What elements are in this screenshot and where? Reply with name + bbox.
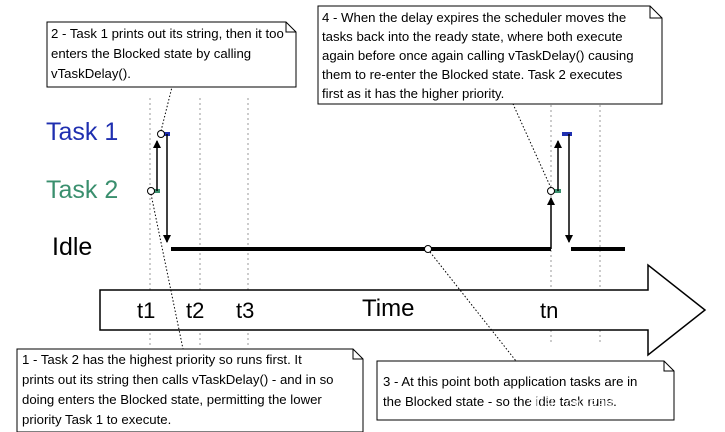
- task2-label: Task 2: [46, 176, 118, 204]
- watermark-text: 知乎 @胡胆也老师: [528, 394, 661, 413]
- time-arrow: [99, 263, 707, 357]
- note-2-line-3: vTaskDelay().: [51, 66, 131, 81]
- note-3-line-1: 3 - At this point both application tasks…: [383, 374, 637, 389]
- execution-trace-start: [151, 132, 551, 251]
- leader-note2: [160, 86, 173, 132]
- tick-tn: tn: [540, 298, 558, 323]
- note-2-fold: [285, 22, 296, 33]
- note-4-line-4: them to re-enter the Blocked state. Task…: [322, 67, 623, 82]
- note-3-box: [376, 360, 675, 421]
- note-2-box: [46, 21, 297, 88]
- note-1-fold: [352, 349, 363, 360]
- leader-note4: [512, 103, 552, 189]
- note-4-fold: [649, 6, 662, 19]
- note-3-callout: 3 - At this point both application tasks…: [376, 360, 675, 421]
- note-4-line-1: 4 - When the delay expires the scheduler…: [322, 10, 626, 25]
- leader-note3: [429, 251, 517, 362]
- tick-t1: t1: [137, 298, 155, 323]
- note-3-fold: [663, 361, 674, 372]
- note-1-callout: 1 - Task 2 has the highest priority so r…: [16, 348, 364, 432]
- idle-label: Idle: [52, 233, 92, 261]
- note-1-line-1: 1 - Task 2 has the highest priority so r…: [22, 352, 302, 367]
- callout-leaders: [150, 86, 552, 362]
- note-2-line-2: enters the Blocked state by calling: [51, 46, 251, 61]
- callout-anchor-task2-tn: [547, 187, 555, 195]
- note-2-line-1: 2 - Task 1 prints out its string, then i…: [51, 26, 284, 41]
- callout-anchor-idle: [424, 245, 432, 253]
- note-4-callout: 4 - When the delay expires the scheduler…: [317, 5, 663, 105]
- note-1-line-4: priority Task 1 to execute.: [22, 412, 171, 427]
- task1-label: Task 1: [46, 118, 118, 146]
- note-4-line-2: tasks back into the ready state, where b…: [322, 29, 623, 44]
- note-4-line-5: first as it has the higher priority.: [322, 86, 504, 101]
- time-axis-label: Time: [362, 295, 414, 322]
- tick-t3: t3: [236, 298, 254, 323]
- callout-anchor-task2: [147, 187, 155, 195]
- note-1-line-3: doing enters the Blocked state, permitti…: [22, 392, 322, 407]
- tick-t2: t2: [186, 298, 204, 323]
- note-1-box: [16, 348, 364, 432]
- note-1-line-2: prints out its string then calls vTaskDe…: [22, 372, 334, 387]
- note-2-callout: 2 - Task 1 prints out its string, then i…: [46, 21, 297, 88]
- callout-anchor-task1: [157, 130, 165, 138]
- note-4-box: [317, 5, 663, 105]
- execution-trace-tn: [547, 132, 625, 251]
- note-4-line-3: again before once again calling vTaskDel…: [322, 48, 634, 63]
- note-3-line-2: the Blocked state - so the idle task run…: [383, 394, 617, 409]
